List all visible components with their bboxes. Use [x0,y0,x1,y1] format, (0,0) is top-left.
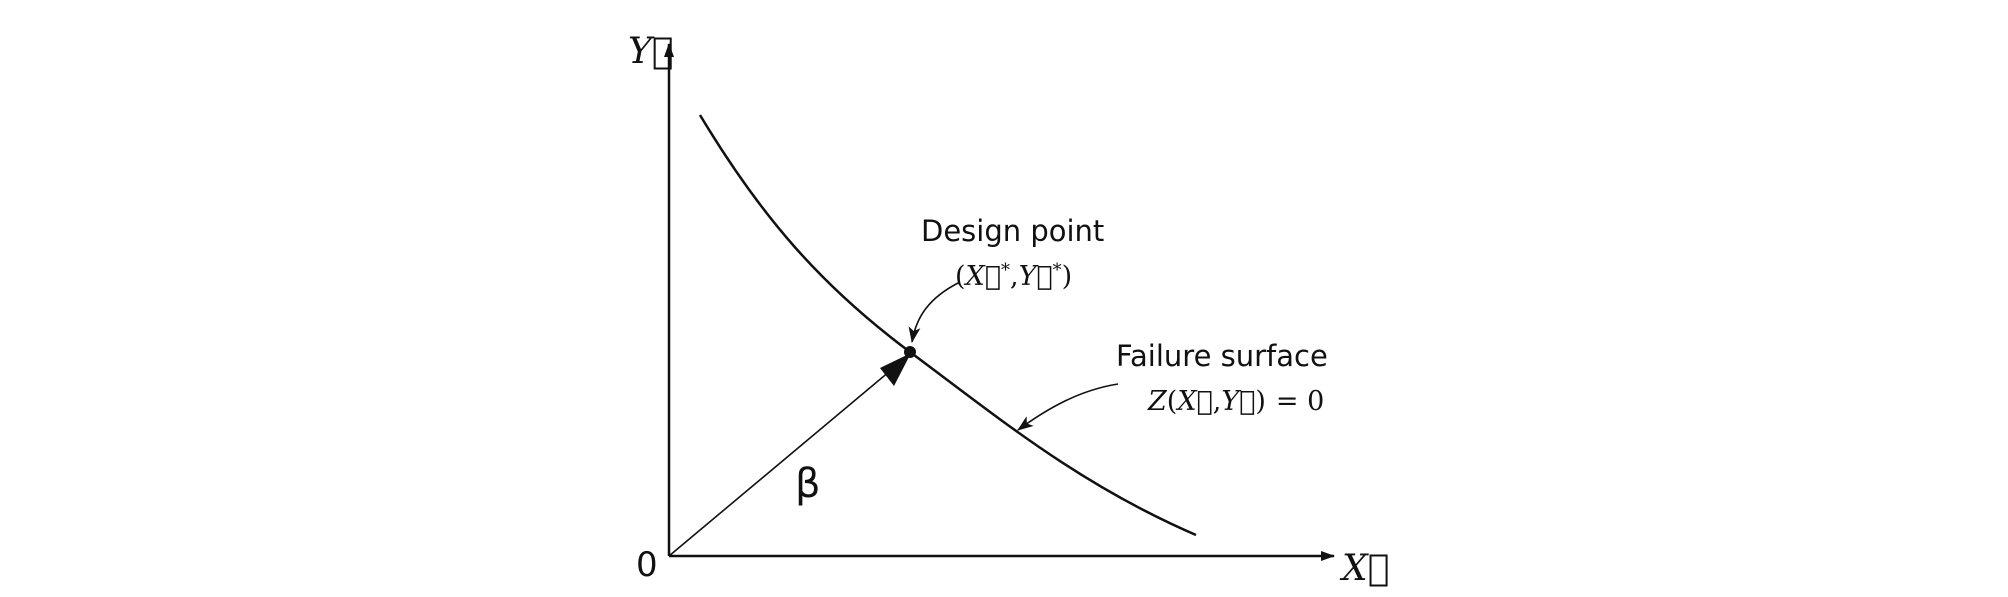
origin-label: 0 [636,545,658,585]
beta-vector-line [668,370,891,557]
design-point-marker [904,346,916,358]
failure-surface-equation: Z(X⃗,Y⃗)= 0 [1147,386,1324,417]
beta-vector-arrowhead [880,353,911,386]
design-point-callout-arrow [908,281,961,343]
failure-surface-label: Failure surface [1116,339,1328,373]
failure-surface-curve [698,114,1197,537]
failure-surface-callout-arrow [1017,383,1119,431]
x-axis-label: X⃗ [1339,548,1389,589]
beta-label: β [795,461,821,507]
design-point-coords: (X⃗*,Y⃗*) [955,260,1072,292]
design-point-label: Design point [921,214,1104,248]
y-axis-label: Y⃗ [628,31,673,72]
